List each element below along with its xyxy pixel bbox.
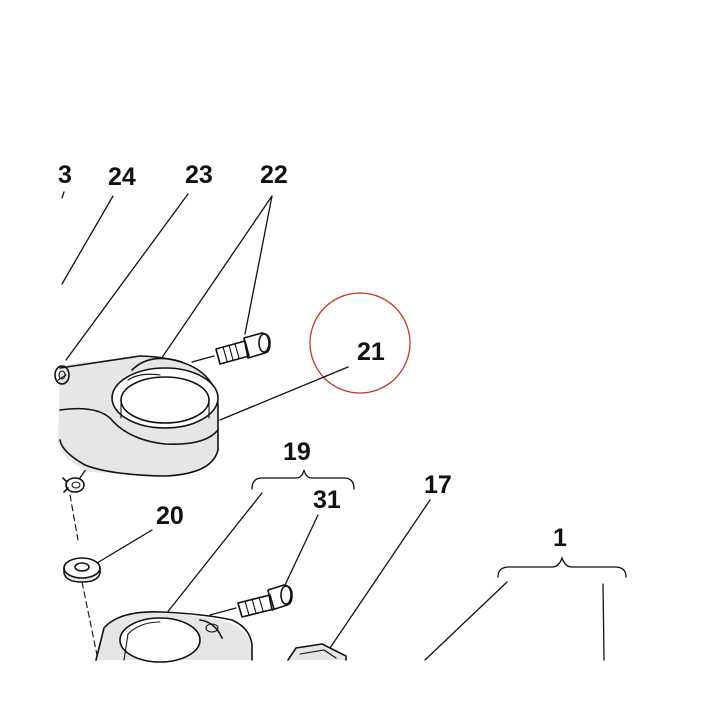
- callout-22: 22: [260, 161, 288, 189]
- leader-17: [329, 499, 431, 649]
- axis-line-left: [69, 494, 79, 541]
- bracket-19: [251, 469, 355, 490]
- bolt-31: [209, 584, 293, 618]
- leader-23: [65, 193, 189, 361]
- leader-24: [61, 195, 114, 285]
- callout-23: 23: [185, 161, 213, 189]
- callout-1: 1: [553, 524, 567, 552]
- highlight-circle: [309, 292, 411, 394]
- callout-3: 3: [58, 161, 72, 189]
- clamp-21: [54, 355, 219, 477]
- bolt-22: [191, 332, 271, 365]
- callout-21: 21: [357, 338, 385, 366]
- leader-22a: [244, 195, 273, 335]
- leader-21: [219, 366, 349, 421]
- clamp-19: [95, 611, 253, 663]
- leader-31: [284, 514, 319, 586]
- callout-17: 17: [424, 471, 452, 499]
- callout-31: 31: [313, 486, 341, 514]
- leader-19: [165, 492, 263, 615]
- callout-24: 24: [108, 163, 136, 191]
- leader-20: [96, 529, 153, 564]
- leader-3: [61, 191, 65, 199]
- part-17: [287, 643, 347, 661]
- screw-23: [62, 477, 85, 493]
- washer-20: [63, 557, 101, 583]
- callout-19: 19: [283, 438, 311, 466]
- leader-1a: [424, 581, 508, 661]
- bracket-1: [497, 555, 627, 578]
- axis-line-lower: [81, 581, 99, 661]
- leader-1b: [602, 583, 605, 661]
- callout-20: 20: [156, 502, 184, 530]
